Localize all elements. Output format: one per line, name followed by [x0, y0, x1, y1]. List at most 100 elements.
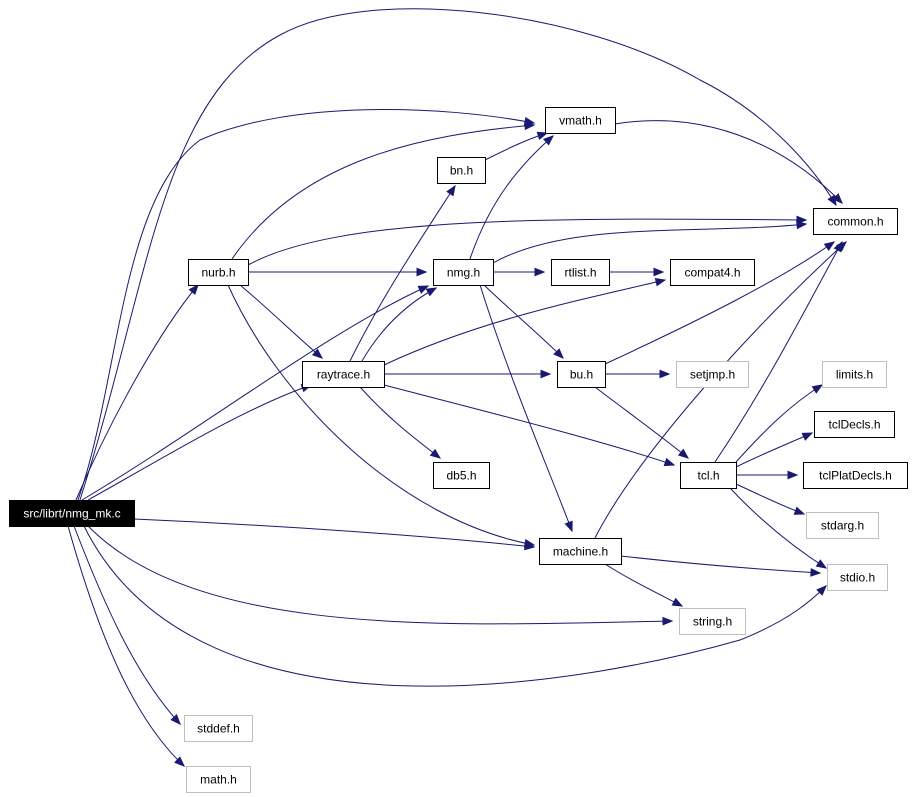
node-common[interactable]: common.h	[813, 208, 898, 235]
edge-nmg_mk-to-string	[87, 525, 674, 626]
node-nurb[interactable]: nurb.h	[188, 259, 249, 286]
edge-nmg_mk-to-nmg	[81, 285, 430, 501]
arrowhead-icon	[174, 756, 185, 767]
arrowhead-icon	[311, 348, 324, 359]
edge-line	[67, 525, 185, 767]
edge-tcl-to-tclPlatDecls	[735, 470, 799, 480]
edge-machine-to-stdio	[620, 555, 822, 577]
edge-raytrace-to-compat4	[383, 277, 667, 366]
node-bu[interactable]: bu.h	[557, 361, 606, 388]
node-tcl[interactable]: tcl.h	[680, 462, 737, 489]
edge-line	[227, 284, 535, 546]
edge-nurb-to-common	[247, 215, 808, 266]
edge-nmg-to-rtlist	[493, 267, 546, 277]
edge-nmg-to-bu	[483, 284, 564, 359]
node-box	[803, 462, 908, 489]
arrowhead-icon	[170, 714, 181, 725]
node-label: vmath.h	[559, 114, 602, 128]
arrowhead-icon	[832, 193, 843, 204]
arrowhead-icon	[188, 283, 199, 296]
arrowhead-icon	[796, 220, 808, 230]
edge-line	[133, 518, 535, 548]
edge-nmg_mk-to-common	[79, 8, 837, 501]
node-box	[813, 208, 898, 235]
node-box	[814, 411, 895, 438]
arrowhead-icon	[801, 432, 814, 441]
edge-line	[714, 241, 843, 463]
edge-line	[239, 284, 323, 359]
arrowhead-icon	[787, 470, 799, 480]
edge-line	[83, 525, 827, 687]
node-vmath[interactable]: vmath.h	[545, 107, 616, 134]
node-nmg_mk[interactable]: src/librt/nmg_mk.c	[9, 500, 135, 527]
node-box	[551, 259, 610, 286]
node-raytrace[interactable]: raytrace.h	[302, 361, 385, 388]
arrowhead-icon	[523, 538, 536, 548]
arrowhead-icon	[534, 267, 546, 277]
node-label: setjmp.h	[690, 368, 735, 382]
node-tclDecls[interactable]: tclDecls.h	[814, 411, 895, 438]
edge-line	[73, 525, 181, 725]
edge-nmg_mk-to-stddef	[73, 525, 181, 725]
arrowhead-icon	[416, 267, 428, 277]
node-stdarg: stdarg.h	[806, 512, 879, 539]
node-box	[186, 766, 251, 793]
arrowhead-icon	[425, 287, 438, 297]
node-layer: src/librt/nmg_mk.c nurb.h vmath.h bn.h commo…	[9, 107, 908, 793]
arrowhead-icon	[446, 184, 456, 197]
node-label: common.h	[827, 215, 883, 229]
node-label: stddef.h	[197, 722, 240, 736]
edge-line	[247, 218, 807, 266]
edge-line	[359, 386, 441, 459]
edge-line	[620, 555, 821, 574]
edge-line	[735, 384, 823, 463]
node-box	[806, 512, 879, 539]
node-machine[interactable]: machine.h	[539, 538, 622, 565]
node-label: bu.h	[570, 368, 593, 382]
edge-line	[81, 285, 429, 501]
edge-line	[349, 185, 456, 362]
edge-nurb-to-vmath	[231, 121, 536, 260]
edge-nurb-to-raytrace	[239, 284, 324, 359]
edge-line	[604, 563, 683, 607]
node-bn[interactable]: bn.h	[437, 157, 486, 184]
node-box	[670, 259, 755, 286]
arrowhead-icon	[524, 121, 536, 131]
edge-line	[75, 284, 199, 501]
node-label: bn.h	[450, 164, 473, 178]
edge-line	[483, 284, 564, 359]
node-box	[539, 538, 622, 565]
edge-line	[87, 525, 673, 625]
edge-layer	[67, 8, 847, 767]
edge-line	[79, 8, 837, 501]
edge-bu-to-common	[604, 241, 836, 365]
node-compat4[interactable]: compat4.h	[670, 259, 755, 286]
node-nmg[interactable]: nmg.h	[433, 259, 494, 286]
node-label: raytrace.h	[317, 368, 370, 382]
node-box	[557, 361, 606, 388]
node-box	[302, 361, 385, 388]
edge-raytrace-to-tcl	[383, 384, 676, 467]
arrowhead-icon	[662, 616, 674, 626]
node-box	[822, 361, 887, 388]
node-label: nmg.h	[447, 266, 480, 280]
arrowhead-icon	[543, 135, 555, 146]
node-label: stdio.h	[840, 571, 875, 585]
edge-bu-to-setjmp	[604, 369, 671, 379]
node-label: limits.h	[836, 368, 873, 382]
node-tclPlatDecls[interactable]: tclPlatDecls.h	[803, 462, 908, 489]
arrowhead-icon	[564, 520, 573, 533]
arrowhead-icon	[429, 448, 442, 459]
node-rtlist[interactable]: rtlist.h	[551, 259, 610, 286]
node-stdio: stdio.h	[827, 564, 888, 591]
edge-line	[614, 120, 843, 204]
edge-line	[383, 384, 675, 466]
node-box	[433, 259, 494, 286]
node-db5[interactable]: db5.h	[433, 462, 490, 489]
node-label: rtlist.h	[564, 266, 596, 280]
node-box	[184, 715, 253, 742]
node-limits: limits.h	[822, 361, 887, 388]
arrowhead-icon	[671, 597, 684, 607]
edge-tcl-to-stdarg	[735, 483, 806, 515]
